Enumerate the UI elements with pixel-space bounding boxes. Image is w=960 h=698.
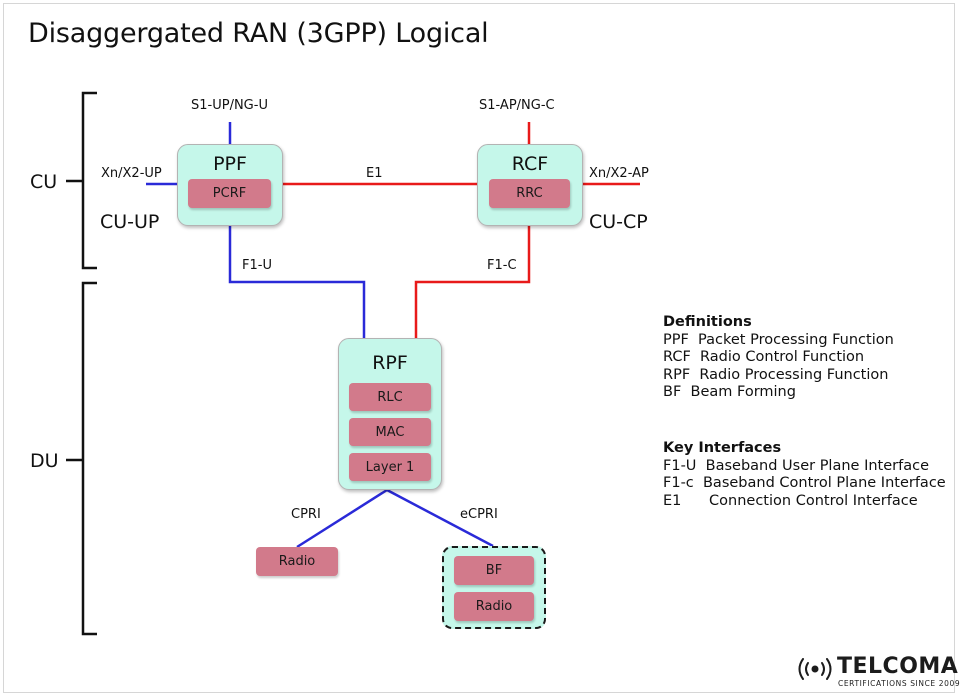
radio-wave-icon: [798, 658, 832, 680]
ppf-title: PPF: [213, 153, 247, 175]
rpf-node: RPF RLC MAC Layer 1: [338, 338, 442, 490]
rpf-title: RPF: [372, 352, 408, 374]
rcf-node: RCF RRC: [477, 144, 583, 226]
rlc-block: RLC: [349, 383, 431, 411]
interface-item: F1-c Baseband Control Plane Interface: [663, 475, 946, 492]
f1-u-label: F1-U: [242, 258, 272, 273]
logo-tagline: CERTIFICATIONS SINCE 2009: [838, 679, 960, 688]
cpri-line: [296, 488, 388, 549]
definition-item: BF Beam Forming: [663, 384, 796, 401]
page-title: Disaggergated RAN (3GPP) Logical: [28, 18, 489, 49]
s1-up-label: S1-UP/NG-U: [191, 98, 268, 113]
radio-block: Radio: [256, 547, 338, 576]
cu-label: CU: [30, 171, 58, 193]
xn-ap-label: Xn/X2-AP: [589, 166, 649, 181]
pcrf-block: PCRF: [188, 179, 271, 208]
logo-name: TELCOMA: [837, 654, 959, 679]
bf-radio-block: Radio: [454, 592, 534, 621]
cu-bracket: [81, 91, 97, 270]
definitions-panel: Definitions PPF Packet Processing Functi…: [663, 314, 894, 402]
du-bracket: [81, 281, 97, 636]
rrc-block: RRC: [489, 179, 570, 208]
ppf-node: PPF PCRF: [177, 144, 283, 226]
ecpri-label: eCPRI: [460, 507, 498, 522]
layer1-block: Layer 1: [349, 453, 431, 481]
bf-block: BF: [454, 556, 534, 585]
interface-item: F1-U Baseband User Plane Interface: [663, 457, 929, 474]
definition-item: RCF Radio Control Function: [663, 349, 865, 366]
definition-item: PPF Packet Processing Function: [663, 331, 894, 348]
mac-block: MAC: [349, 418, 431, 446]
key-interfaces-heading: Key Interfaces: [663, 440, 782, 456]
cu-cp-label: CU-CP: [589, 211, 648, 233]
e1-label: E1: [366, 166, 383, 181]
interface-item: E1 Connection Control Interface: [663, 492, 918, 509]
definition-item: RPF Radio Processing Function: [663, 366, 889, 383]
bf-radio-unit: BF Radio: [442, 546, 546, 629]
rcf-title: RCF: [511, 153, 549, 175]
telcoma-logo: TELCOMA CERTIFICATIONS SINCE 2009: [795, 654, 960, 688]
definitions-heading: Definitions: [663, 314, 752, 330]
xn-up-label: Xn/X2-UP: [101, 166, 162, 181]
cu-up-label: CU-UP: [100, 211, 160, 233]
diagram-frame: [3, 3, 955, 693]
f1-u-line: [228, 226, 366, 340]
key-interfaces-panel: Key Interfaces F1-U Baseband User Plane …: [663, 440, 946, 510]
cpri-label: CPRI: [291, 507, 321, 522]
s1-ap-label: S1-AP/NG-C: [479, 98, 555, 113]
du-label: DU: [30, 450, 59, 472]
ecpri-line: [386, 488, 494, 548]
f1-c-line: [414, 226, 531, 340]
f1-c-label: F1-C: [487, 258, 517, 273]
